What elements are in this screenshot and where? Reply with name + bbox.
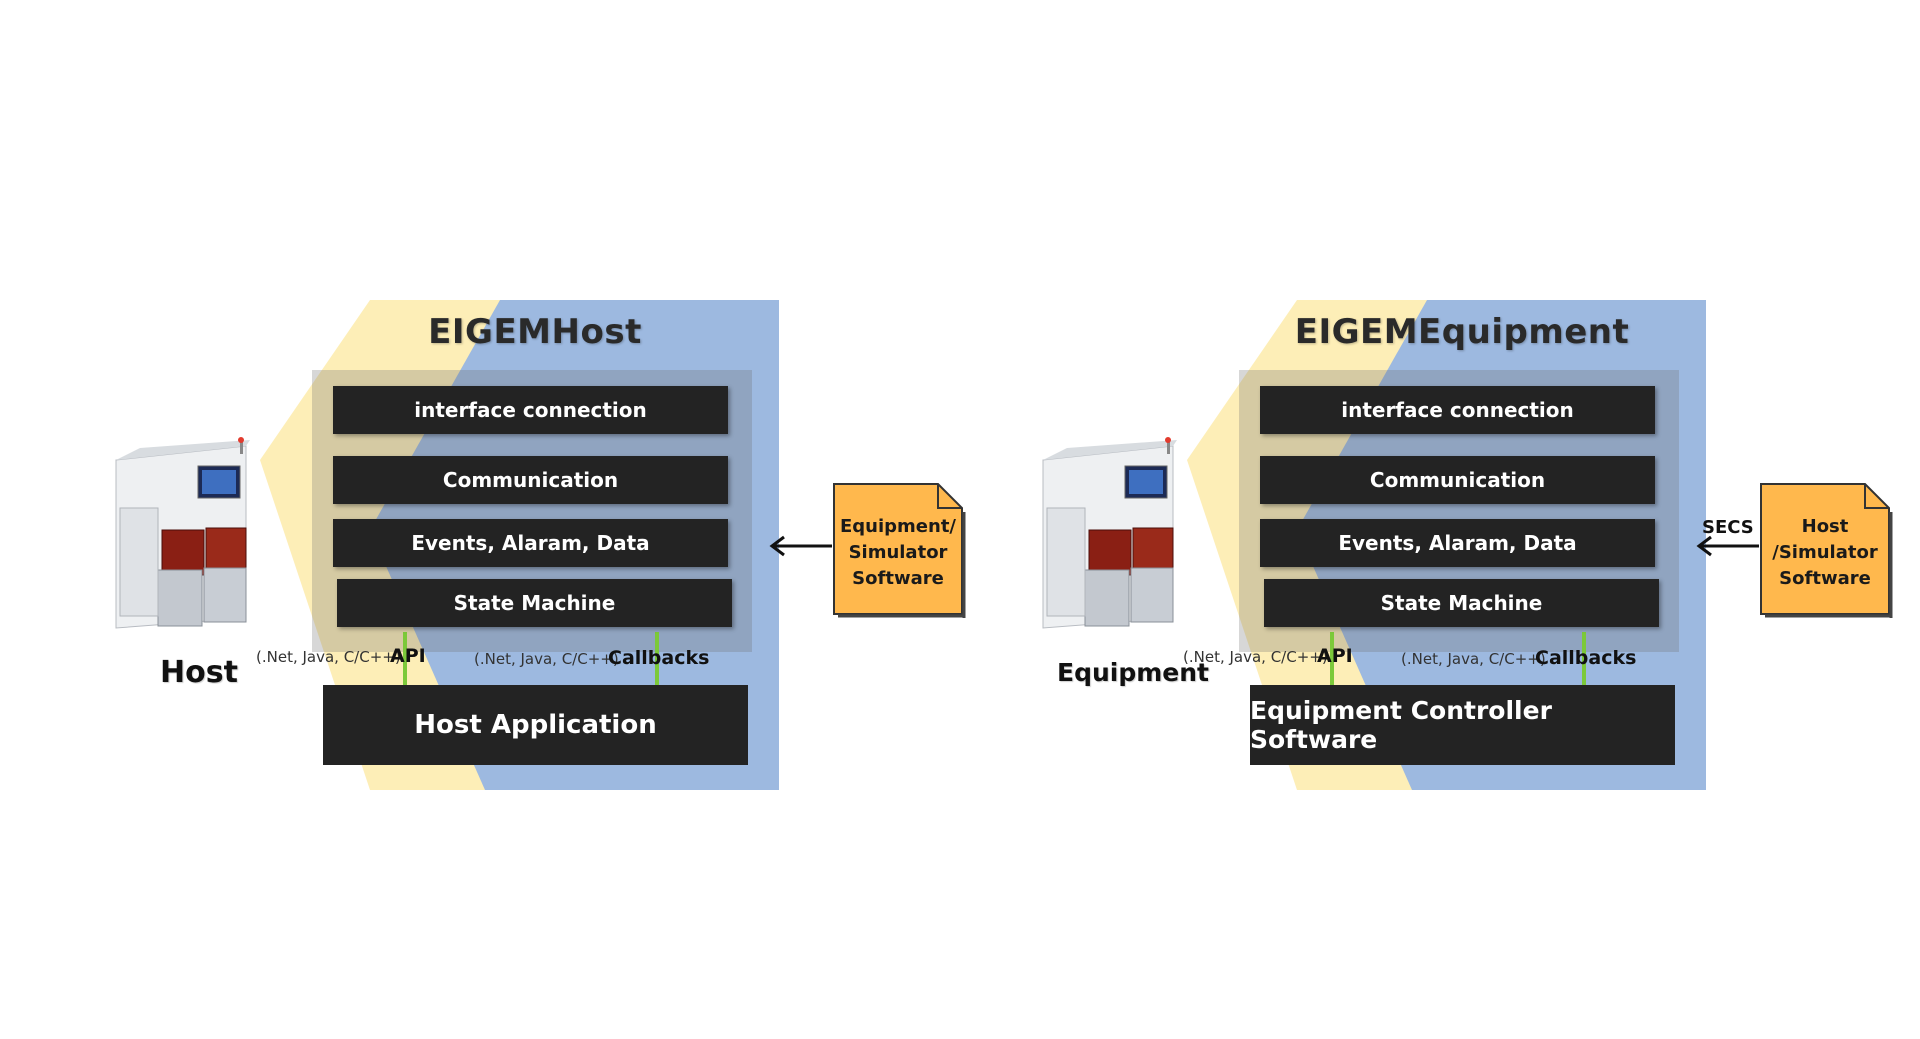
equipment-side-label: Equipment (1057, 658, 1209, 687)
document-note-icon (833, 483, 966, 618)
callbacks-label: Callbacks (608, 647, 710, 669)
note-text-block: Host /Simulator Software (1761, 514, 1889, 592)
document-note-icon (1760, 483, 1893, 618)
api-languages: (.Net, Java, C/C++) (1183, 648, 1328, 666)
note-line-1: Host (1801, 516, 1849, 537)
host-side-label: Host (160, 655, 238, 690)
semiconductor-equipment-icon (115, 437, 250, 629)
layer-events-alarm-data: Events, Alaram, Data (333, 519, 728, 567)
layer-communication: Communication (1260, 456, 1655, 504)
semiconductor-equipment-icon (1042, 437, 1177, 629)
equipment-diagram: EIGEMEquipment interface connection Comm… (927, 300, 1920, 790)
host-title: EIGEMHost (428, 312, 642, 352)
left-arrow-icon (1696, 535, 1759, 557)
layer-state-machine: State Machine (1264, 579, 1659, 627)
layer-communication: Communication (333, 456, 728, 504)
note-line-3: Software (852, 568, 944, 589)
api-label: API (390, 645, 426, 667)
note-line-2: Simulator (848, 542, 948, 563)
layer-interface-connection: interface connection (1260, 386, 1655, 434)
equipment-controller-box: Equipment Controller Software (1250, 685, 1675, 765)
api-languages: (.Net, Java, C/C++) (256, 648, 401, 666)
layer-events-alarm-data: Events, Alaram, Data (1260, 519, 1655, 567)
secs-label: SECS (1702, 517, 1754, 538)
note-text-block: Equipment/ Simulator Software (834, 514, 962, 592)
note-line-2: /Simulator (1772, 542, 1878, 563)
layer-state-machine: State Machine (337, 579, 732, 627)
note-line-3: Software (1779, 568, 1871, 589)
callbacks-languages: (.Net, Java, C/C++) (1401, 650, 1546, 668)
api-label: API (1317, 645, 1353, 667)
equipment-title: EIGEMEquipment (1294, 312, 1630, 352)
left-arrow-icon (769, 535, 832, 557)
host-diagram: EIGEMHost interface connection Communica… (0, 300, 1000, 790)
layer-interface-connection: interface connection (333, 386, 728, 434)
callbacks-label: Callbacks (1535, 647, 1637, 669)
note-line-1: Equipment/ (839, 516, 956, 537)
host-application-box: Host Application (323, 685, 748, 765)
callbacks-languages: (.Net, Java, C/C++) (474, 650, 619, 668)
